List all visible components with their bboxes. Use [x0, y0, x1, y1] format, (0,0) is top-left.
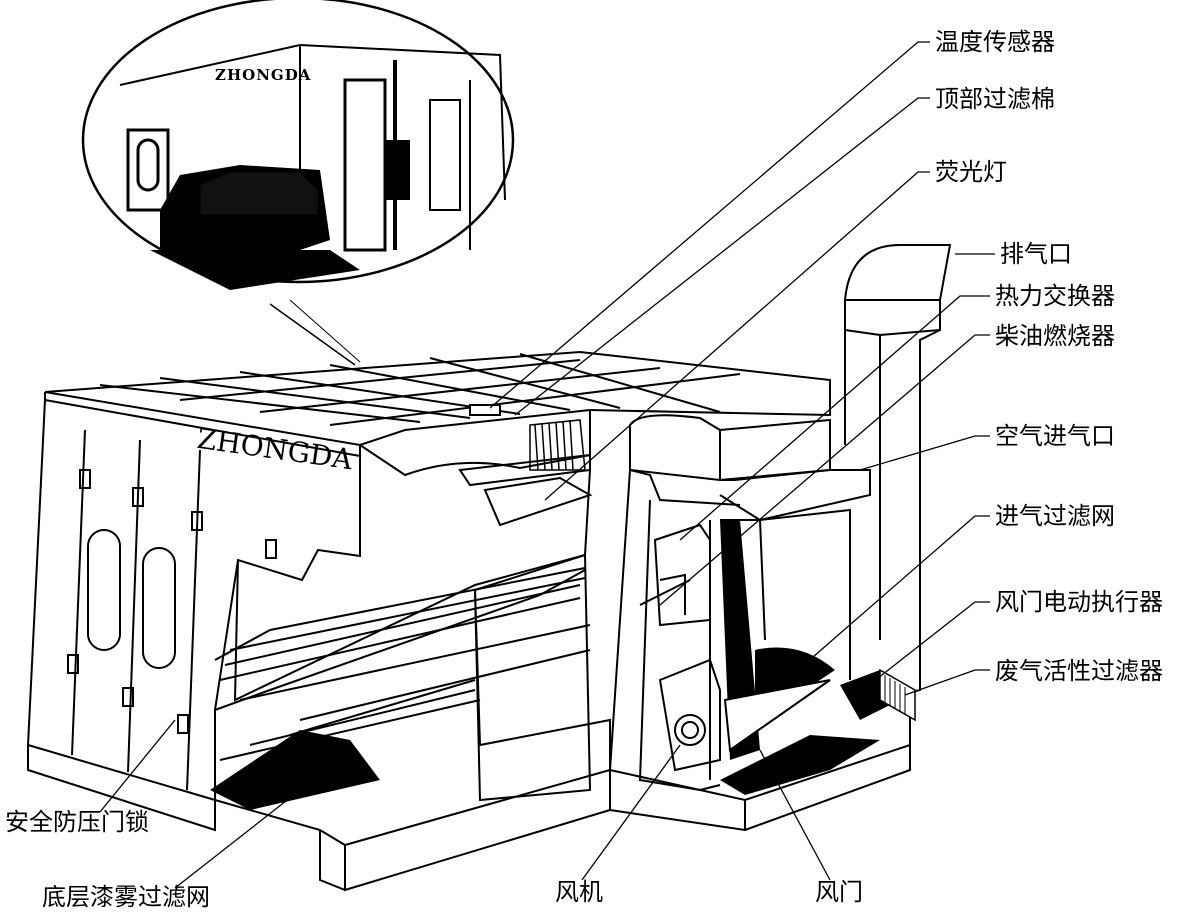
label-damper-actuator: 风门电动执行器 — [995, 588, 1163, 616]
label-exhaust-carbon-filter: 废气活性过滤器 — [995, 657, 1163, 685]
label-floor-mist-filter: 底层漆雾过滤网 — [42, 883, 210, 911]
machine-room — [609, 244, 952, 832]
inset-callout-line — [269, 303, 356, 366]
fluorescent-lamp-fixture — [483, 476, 593, 527]
label-fluorescent-lamp: 荧光灯 — [935, 158, 1007, 186]
inset-photo: ZHONGDA — [81, 0, 515, 290]
label-safety-door-lock: 安全防压门锁 — [5, 808, 149, 836]
label-top-filter-cotton: 顶部过滤棉 — [935, 85, 1055, 113]
label-damper: 风门 — [815, 878, 863, 906]
leader-lines — [99, 41, 995, 889]
inset-photo-content: ZHONGDA — [119, 43, 506, 290]
label-fan: 风机 — [555, 878, 603, 906]
inset-photo-logo: ZHONGDA — [215, 66, 311, 84]
spray-booth-body — [26, 350, 831, 892]
top-filter-slats — [534, 419, 574, 471]
temperature-sensor-shape — [469, 404, 501, 416]
floor-mist-filter-shape — [210, 730, 380, 810]
label-heat-exchanger: 热力交换器 — [995, 282, 1115, 310]
label-exhaust-outlet: 排气口 — [1000, 240, 1072, 268]
label-air-inlet: 空气进气口 — [995, 422, 1115, 450]
labels: 温度传感器 顶部过滤棉 荧光灯 排气口 热力交换器 柴油燃烧器 空气进气口 进气… — [5, 28, 1163, 911]
label-intake-filter: 进气过滤网 — [995, 502, 1115, 530]
label-temperature-sensor: 温度传感器 — [935, 28, 1055, 56]
label-diesel-burner: 柴油燃烧器 — [995, 322, 1115, 350]
